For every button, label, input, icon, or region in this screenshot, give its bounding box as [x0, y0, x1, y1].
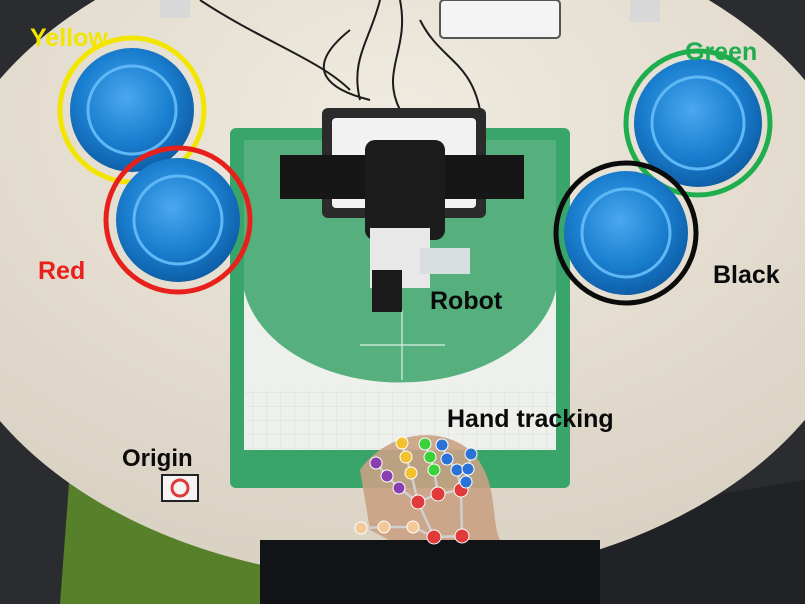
bowl-red: [103, 145, 253, 295]
label-hand-tracking: Hand tracking: [447, 405, 614, 433]
mat-crosshair: [360, 310, 445, 380]
label-green: Green: [685, 38, 758, 66]
sleeve: [260, 540, 600, 604]
label-origin: Origin: [122, 445, 193, 472]
bowl-yellow: [57, 35, 207, 185]
robot-arm: [280, 108, 524, 312]
top-clip-left: [160, 0, 190, 18]
cables: [199, 0, 481, 111]
top-clip-right: [630, 0, 660, 22]
controller-box: [439, 0, 561, 39]
hand-joints: [354, 436, 478, 545]
bowl-green: [623, 48, 773, 198]
origin-marker: [161, 474, 199, 502]
label-black: Black: [713, 261, 780, 289]
bowl-black: [553, 160, 699, 306]
label-red: Red: [38, 257, 86, 285]
label-robot: Robot: [430, 287, 503, 315]
label-yellow: Yellow: [30, 24, 108, 52]
